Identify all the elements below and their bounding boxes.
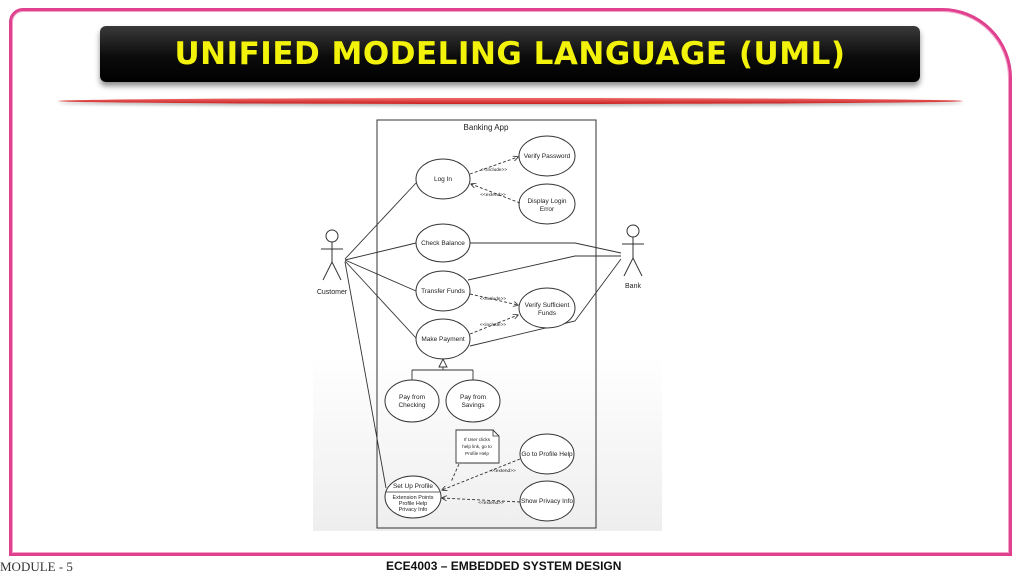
actor-customer [321,229,343,281]
actor-customer-label: Customer [317,289,348,296]
footer-course: ECE4003 – EMBEDDED SYSTEM DESIGN [386,559,622,573]
generalization-make-payment [411,357,474,380]
label-pay-savings-2: Savings [461,402,485,409]
label-pay-savings-1: Pay from [460,394,486,401]
label-verify-funds-2: Funds [538,310,557,317]
use-case-verify-sufficient-funds [518,287,576,329]
label-pay-checking-2: Checking [398,402,425,409]
note-line-3: Profile Help [465,451,489,456]
use-case-go-to-profile-help [519,433,575,475]
include-transfer-verify-funds [469,293,518,305]
actor-bank [622,224,644,277]
label-pay-checking-1: Pay from [399,394,425,401]
label-make-payment: Make Payment [421,336,465,343]
label-log-in: Log In [434,176,452,183]
label-extension-profile-help: Profile Help [399,501,427,507]
label-show-privacy-info: Show Privacy Info [521,498,573,505]
use-case-display-login-error [518,183,576,225]
label-check-balance: Check Balance [421,240,465,247]
note-line-1: If User clicks [464,437,491,442]
label-transfer-funds: Transfer Funds [421,288,466,295]
extend-profile-help [442,458,521,490]
use-case-show-privacy-info [519,480,575,522]
system-boundary [376,119,597,529]
label-verify-funds-1: Verify Sufficient [525,302,570,309]
label-verify-password: Verify Password [524,153,571,160]
label-display-login-error-1: Display Login [527,198,566,205]
label-go-to-profile-help: Go to Profile Help [521,451,573,458]
note-line-2: help link, go to [462,444,492,449]
uml-use-case-diagram: Banking App Customer Bank [313,110,662,531]
footer-module: MODULE - 5 [0,559,73,574]
extend-privacy-info [442,498,521,503]
rel-label-extend-1: <<extend>> [480,192,506,198]
extend-display-error-log-in [471,184,521,204]
rel-label-extend-2: <<extend>> [490,468,516,474]
actor-bank-label: Bank [625,283,641,290]
use-case-pay-from-checking [384,379,440,423]
rel-label-include-2: <<include>> [480,296,507,302]
label-display-login-error-2: Error [540,206,555,213]
slide-title: UNIFIED MODELING LANGUAGE (UML) [174,36,846,72]
title-banner: UNIFIED MODELING LANGUAGE (UML) [100,26,920,82]
use-case-transfer-funds [415,270,471,312]
rel-label-include-3: <<include>> [480,322,507,328]
use-case-check-balance [415,223,471,263]
diagram-svg: Banking App Customer Bank [317,119,644,529]
system-name: Banking App [464,123,509,132]
bank-associations [467,242,622,347]
title-underline [58,98,963,104]
note-profile-help [455,429,500,464]
label-extension-points: Extension Points [393,495,434,501]
include-payment-verify-funds [469,315,518,335]
customer-associations [344,182,417,489]
label-set-up-profile: Set Up Profile [393,483,433,490]
use-case-log-in [415,158,471,200]
rel-label-include-1: <<include>> [481,167,508,173]
use-case-pay-from-savings [445,379,501,423]
include-log-in-verify-password [469,157,518,175]
label-extension-privacy-info: Privacy Info [399,507,428,513]
use-case-set-up-profile [384,475,442,519]
rel-label-extend-3: <<extend>> [478,500,504,506]
